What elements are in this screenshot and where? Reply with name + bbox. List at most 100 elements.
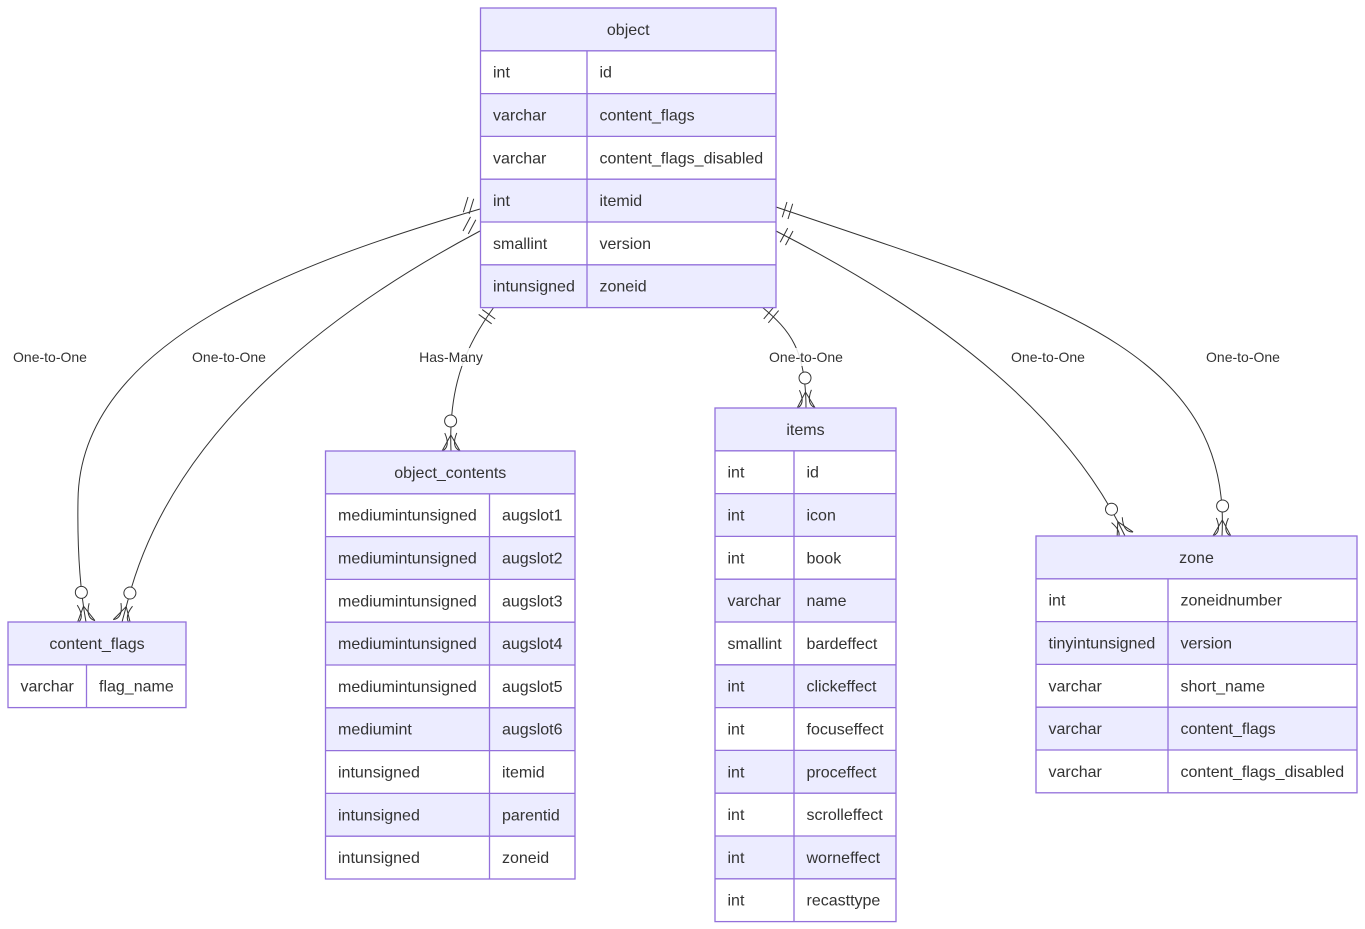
attribute-row: tinyintunsigned version: [1036, 620, 1357, 665]
attribute-type: smallint: [493, 236, 548, 253]
entity-title: zone: [1179, 550, 1214, 567]
relationship-rel3[interactable]: [441, 306, 496, 452]
entity-border: [1035, 535, 1358, 794]
attribute-type: int: [728, 893, 745, 910]
attribute-type: int: [493, 193, 510, 210]
relationship-rel4[interactable]: [761, 306, 816, 409]
attribute-name: zoneid: [600, 279, 647, 296]
relationship-rel2[interactable]: [112, 216, 481, 625]
attribute-name: recasttype: [807, 893, 881, 910]
entity-title: items: [786, 422, 824, 439]
relationship-label-text: One-to-One: [13, 349, 87, 365]
attribute-name: augslot1: [502, 508, 563, 525]
attribute-name: augslot6: [502, 722, 563, 739]
relationship-rel6[interactable]: [775, 201, 1232, 537]
attribute-name: parentid: [502, 807, 560, 824]
attribute-type: int: [493, 65, 510, 82]
relationship-edges: [74, 196, 1232, 625]
many-marker: [74, 585, 96, 624]
relationship-label: Has-Many: [417, 348, 485, 366]
entity-border: [324, 450, 576, 880]
one-marker: [779, 227, 794, 246]
entity-title: content_flags: [49, 636, 144, 653]
attribute-name: augslot5: [502, 679, 563, 696]
attribute-row: mediumintunsigned augslot2: [325, 535, 575, 580]
attribute-name: bardeffect: [807, 636, 878, 653]
attribute-type: int: [728, 722, 745, 739]
attribute-type: int: [728, 679, 745, 696]
attribute-type: int: [728, 807, 745, 824]
entity-title: object_contents: [394, 465, 506, 482]
attribute-type: int: [728, 508, 745, 525]
attribute-name: content_flags: [1181, 721, 1276, 738]
attribute-type: tinyintunsigned: [1049, 636, 1156, 653]
one-marker: [478, 309, 496, 325]
attribute-name: flag_name: [99, 679, 174, 696]
attribute-type: intunsigned: [338, 850, 420, 867]
many-marker: [796, 371, 816, 409]
one-marker: [781, 201, 794, 220]
many-marker: [1105, 502, 1134, 541]
attribute-name: content_flags_disabled: [600, 150, 764, 167]
attribute-row: int icon: [715, 492, 896, 537]
one-marker: [462, 216, 477, 235]
relationship-line: [761, 306, 807, 409]
attribute-name: scrolleffect: [807, 807, 884, 824]
entity-header: [1036, 536, 1357, 579]
attribute-type: mediumintunsigned: [338, 551, 477, 568]
attribute-type: varchar: [1049, 764, 1103, 781]
attribute-type: int: [728, 764, 745, 781]
attribute-name: augslot2: [502, 551, 563, 568]
attribute-type: varchar: [1049, 721, 1103, 738]
attribute-type: smallint: [728, 636, 783, 653]
attribute-name: content_flags_disabled: [1181, 764, 1345, 781]
attribute-name: zoneidnumber: [1181, 593, 1283, 610]
attribute-type: intunsigned: [338, 765, 420, 782]
attribute-type: varchar: [728, 593, 782, 610]
relationship-label-text: One-to-One: [192, 349, 266, 365]
attribute-name: augslot4: [502, 636, 563, 653]
relationship-line: [450, 306, 495, 452]
attribute-type: mediumintunsigned: [338, 636, 477, 653]
attribute-row: varchar content_flags: [1036, 706, 1357, 750]
attribute-row: mediumint augslot6: [325, 707, 575, 751]
attribute-name: name: [807, 593, 847, 610]
one-marker: [462, 196, 475, 215]
attribute-name: version: [1181, 636, 1233, 653]
attribute-row: mediumintunsigned augslot4: [325, 621, 575, 665]
attribute-name: icon: [807, 508, 836, 525]
attribute-name: focuseffect: [807, 722, 885, 739]
relationship-label-text: One-to-One: [1206, 349, 1280, 365]
relationship-label: One-to-One: [1204, 348, 1283, 366]
relationship-line: [121, 230, 481, 623]
attribute-type: varchar: [1049, 678, 1103, 695]
relationship-rel1[interactable]: [74, 196, 481, 624]
attribute-row: varchar name: [715, 578, 896, 622]
attribute-name: id: [600, 65, 612, 82]
entity-border: [7, 621, 187, 709]
attribute-type: int: [728, 465, 745, 482]
attribute-name: book: [807, 550, 843, 567]
entity-object-contents[interactable]: object_contents mediumintunsigned augslot1…: [324, 450, 576, 880]
attribute-type: mediumint: [338, 722, 412, 739]
attribute-row: varchar content_flags_disabled: [1036, 749, 1357, 793]
entity-header: [480, 8, 776, 51]
